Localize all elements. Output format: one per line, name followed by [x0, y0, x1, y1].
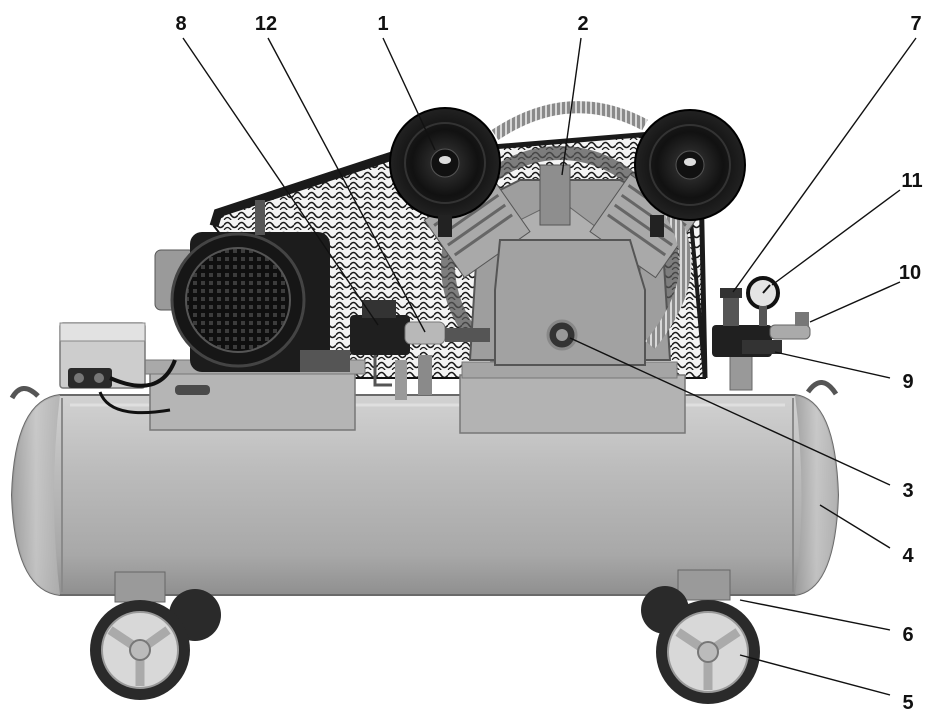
callout-5: 5 — [902, 692, 913, 712]
leader-9 — [774, 351, 891, 379]
pump-mounting-plate — [459, 361, 686, 434]
leader-8 — [182, 37, 379, 326]
leader-6 — [739, 599, 891, 631]
callout-9: 9 — [902, 371, 913, 393]
callout-12: 12 — [255, 13, 277, 35]
leader-3 — [569, 337, 891, 486]
wheel-right-front — [656, 600, 760, 704]
compressor-pump — [423, 164, 697, 366]
tank-foot-left — [114, 571, 166, 603]
callout-4: 4 — [902, 545, 914, 567]
tank-foot-right — [677, 569, 731, 601]
leader-5 — [739, 654, 891, 696]
leader-10 — [809, 281, 901, 323]
air-filter-right — [634, 109, 746, 237]
callout-1: 1 — [377, 13, 388, 35]
electric-motor — [154, 200, 350, 372]
leader-7 — [732, 37, 917, 293]
callout-6: 6 — [902, 624, 913, 646]
callout-2: 2 — [577, 13, 588, 35]
leader-4 — [819, 504, 891, 549]
callout-11: 11 — [901, 170, 922, 192]
air-filter-left — [389, 107, 501, 237]
leader-lines — [182, 37, 917, 696]
callout-7: 7 — [910, 13, 921, 35]
air-tank — [9, 380, 840, 596]
pressure-switch-box — [59, 322, 177, 415]
callout-8: 8 — [175, 13, 186, 35]
leader-2 — [561, 37, 582, 176]
leader-1 — [382, 37, 436, 151]
leader-12 — [267, 37, 426, 333]
outlet-manifold — [712, 276, 811, 391]
leader-11 — [771, 189, 901, 286]
wheel-icon — [90, 600, 190, 700]
callout-labels: 1 2 3 4 5 6 7 8 9 10 11 12 — [175, 13, 922, 712]
callout-10: 10 — [899, 262, 921, 284]
check-valve — [350, 300, 490, 400]
callout-3: 3 — [902, 480, 913, 502]
